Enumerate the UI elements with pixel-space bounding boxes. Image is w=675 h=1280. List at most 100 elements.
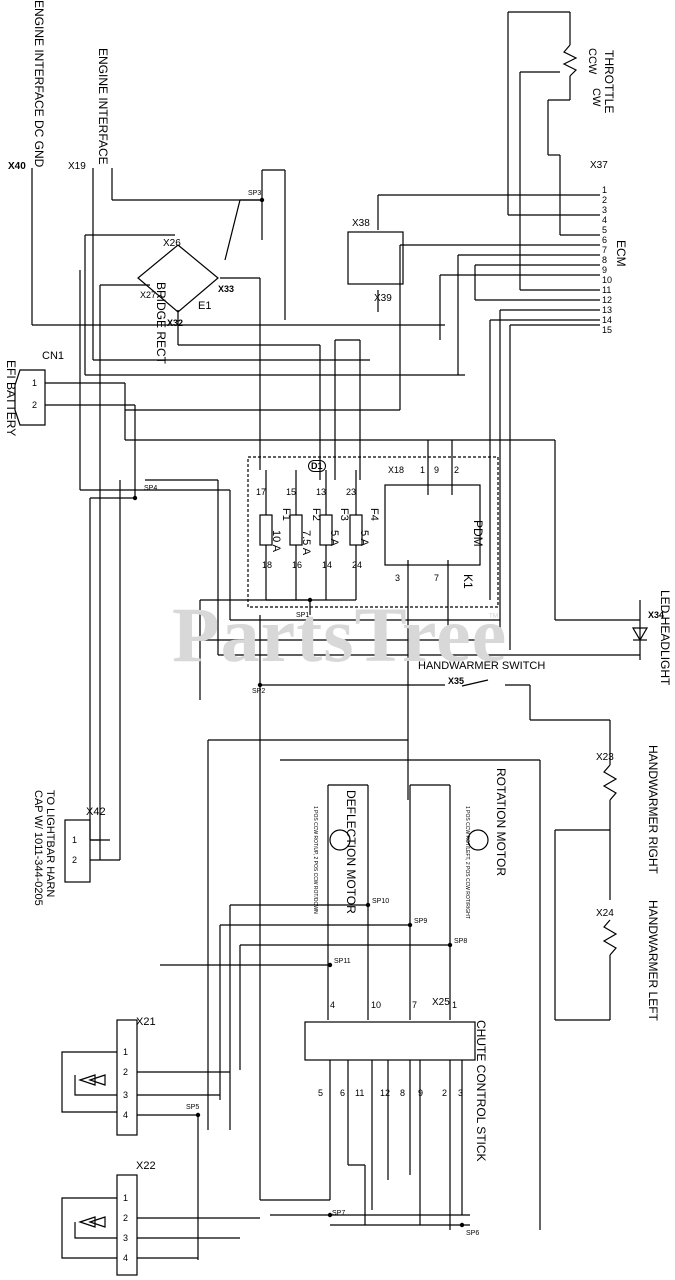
connector-x26: X26 bbox=[163, 238, 181, 249]
fuse-f3-name: F3 bbox=[338, 508, 350, 521]
chute-pin-bottom: 11 bbox=[355, 1088, 365, 1098]
chute-pin-bottom: 9 bbox=[418, 1088, 424, 1098]
connector-x23: X23 bbox=[596, 752, 614, 763]
x22-pin: 2 bbox=[123, 1213, 129, 1223]
ecm-pin: 13 bbox=[602, 305, 613, 315]
chute-pin-top: 1 bbox=[452, 1000, 458, 1010]
bridge-rect-label: BRIDGE RECT bbox=[154, 282, 168, 365]
ecm-pin: 10 bbox=[602, 275, 613, 285]
pdm-label: PDM bbox=[471, 520, 485, 547]
ecm-pin: 9 bbox=[602, 265, 608, 275]
fuse-f4-rating: 5 A bbox=[358, 530, 370, 546]
chute-pin-bottom: 3 bbox=[458, 1088, 464, 1098]
ecm-pin: 7 bbox=[602, 245, 608, 255]
x21-pin: 4 bbox=[123, 1110, 129, 1120]
chute-control-stick-label: CHUTE CONTROL STICK bbox=[474, 1020, 488, 1162]
led-headlight-label: LED HEADLIGHT bbox=[658, 590, 672, 686]
diode-d1: D1 bbox=[308, 460, 326, 472]
ecm-pin: 1 bbox=[602, 185, 608, 195]
x42-pin: 1 bbox=[72, 835, 78, 845]
fuse-pin-bottom: 14 bbox=[322, 560, 333, 570]
x22-pin: 4 bbox=[123, 1253, 129, 1263]
splice-label: SP6 bbox=[466, 1230, 480, 1237]
cn1-label: CN1 bbox=[42, 350, 65, 362]
pdm-pin: 7 bbox=[434, 573, 440, 583]
watermark: PartsTree bbox=[172, 591, 508, 678]
splice-label: SP3 bbox=[248, 190, 262, 197]
splice-label: SP4 bbox=[144, 485, 158, 492]
connector-x42: X42 bbox=[86, 806, 106, 818]
handwarmer-left-label: HANDWARMER LEFT bbox=[646, 900, 660, 1021]
connector-x21: X21 bbox=[136, 1016, 156, 1028]
efi-battery-label: EFI BATTERY bbox=[4, 360, 18, 437]
deflection-motor-label: DEFLECTION MOTOR bbox=[344, 790, 358, 914]
splice-dots bbox=[132, 197, 465, 1228]
handwarmer-right-label: HANDWARMER RIGHT bbox=[646, 745, 660, 874]
connector-x37: X37 bbox=[590, 160, 608, 171]
handwarmer-switch-label: HANDWARMER SWITCH bbox=[418, 660, 546, 672]
fuse-pin-bottom: 24 bbox=[352, 560, 363, 570]
fuse-pin-top: 17 bbox=[256, 487, 267, 497]
pdm-pin: 2 bbox=[454, 465, 460, 475]
k1-label: K1 bbox=[461, 574, 475, 589]
rotation-motor-note: 1 POS CCW ROT/LEFT, 2 POS CCW ROT/RIGHT bbox=[464, 806, 470, 919]
pdm-pin: 1 bbox=[420, 465, 426, 475]
fuse-pin-top: 23 bbox=[346, 487, 357, 497]
chute-pin-bottom: 5 bbox=[318, 1088, 324, 1098]
splice-label: SP9 bbox=[414, 918, 428, 925]
ecm-pin: 11 bbox=[602, 285, 612, 295]
e1-label: E1 bbox=[198, 300, 212, 312]
pdm-pin: 9 bbox=[434, 465, 440, 475]
x21-pin: 1 bbox=[123, 1047, 129, 1057]
connector-x38: X38 bbox=[352, 218, 370, 229]
fuse-pin-bottom: 16 bbox=[292, 560, 303, 570]
engine-interface-dc-gnd-label: ENGINE INTERFACE DC GND bbox=[32, 0, 46, 168]
fuse-f3-rating: 5 A bbox=[328, 530, 340, 546]
deflection-motor-note: 1 POS CCW ROT/UP, 2 POS CCW ROT/DOWN bbox=[312, 806, 318, 914]
ecm-pin: 8 bbox=[602, 255, 608, 265]
ecm-pin: 4 bbox=[602, 215, 608, 225]
chute-pin-bottom: 2 bbox=[442, 1088, 448, 1098]
x21-pin: 2 bbox=[123, 1067, 129, 1077]
cap-w-label: CAP W/ 1011-344-0205 bbox=[32, 790, 44, 906]
fuse-pin-top: 13 bbox=[316, 487, 327, 497]
connector-x19: X19 bbox=[68, 161, 86, 172]
connector-x34: X34 bbox=[648, 610, 665, 620]
x22-pin: 1 bbox=[123, 1193, 129, 1203]
chute-pin-bottom: 8 bbox=[400, 1088, 406, 1098]
to-lightbar-harn-label: TO LIGHTBAR HARN bbox=[44, 790, 56, 898]
splice-label: SP1 bbox=[296, 612, 310, 619]
fuse-f1-name: F1 bbox=[280, 508, 292, 521]
ecm-pin: 2 bbox=[602, 195, 608, 205]
fuse-f1-rating: 10 A bbox=[270, 530, 282, 553]
connector-x18: X18 bbox=[388, 465, 405, 475]
splice-label: SP10 bbox=[372, 898, 390, 905]
throttle-label: THROTTLE bbox=[602, 50, 616, 114]
ecm-pin: 14 bbox=[602, 315, 613, 325]
fuse-pin-top: 15 bbox=[286, 487, 297, 497]
x21-pin: 3 bbox=[123, 1090, 129, 1100]
cn1-pin: 2 bbox=[32, 400, 38, 410]
splice-label: SP11 bbox=[334, 958, 351, 965]
connector-x32: X32 bbox=[167, 318, 184, 328]
engine-interface-label: ENGINE INTERFACE bbox=[96, 48, 110, 165]
rotation-motor-label: ROTATION MOTOR bbox=[494, 768, 508, 876]
connector-x22: X22 bbox=[136, 1160, 156, 1172]
connector-x40: X40 bbox=[8, 161, 26, 172]
chute-pin-top: 10 bbox=[371, 1000, 382, 1010]
ecm-pin: 12 bbox=[602, 295, 613, 305]
ecm-pin: 6 bbox=[602, 235, 608, 245]
cw-label: CW bbox=[590, 88, 602, 107]
x42-pin: 2 bbox=[72, 855, 78, 865]
ecm-pin: 3 bbox=[602, 205, 608, 215]
ecm-pin: 5 bbox=[602, 225, 608, 235]
fuse-pin-bottom: 18 bbox=[262, 560, 273, 570]
splice-label: SP2 bbox=[252, 688, 266, 695]
ecm-pin: 15 bbox=[602, 325, 613, 335]
fuse-f2-name: F2 bbox=[310, 508, 322, 521]
connector-x39: X39 bbox=[374, 293, 392, 304]
splice-label: SP5 bbox=[186, 1104, 200, 1111]
splice-label: SP7 bbox=[332, 1210, 346, 1217]
ccw-label: CCW bbox=[586, 48, 598, 75]
